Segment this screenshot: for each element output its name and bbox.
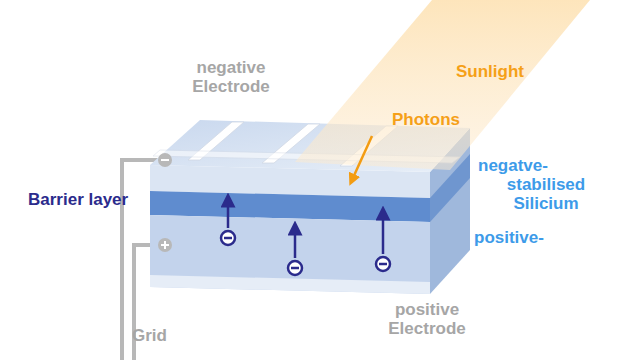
grid-label: Grid: [132, 326, 192, 345]
cell-bottom-layer: [150, 215, 430, 294]
cell-base: [150, 275, 430, 294]
silicium-label: positive-: [474, 228, 594, 247]
electrode-label: negative Electrode: [176, 58, 286, 96]
photon-arrow: [352, 136, 372, 180]
silicium-label: stabilised Silicium: [486, 175, 606, 213]
electron-symbols: [221, 200, 390, 275]
sunlight-label: Sunlight: [456, 62, 566, 81]
layer-label: Barrier layer: [28, 190, 148, 209]
silicium-label: negatve-: [478, 156, 598, 175]
sunlight-beam: [295, 0, 590, 170]
photons-label: Photons: [392, 110, 482, 129]
electrode-label: positive Electrode: [372, 300, 482, 338]
terminal-negative: [158, 153, 172, 167]
terminal-positive: [158, 238, 172, 252]
